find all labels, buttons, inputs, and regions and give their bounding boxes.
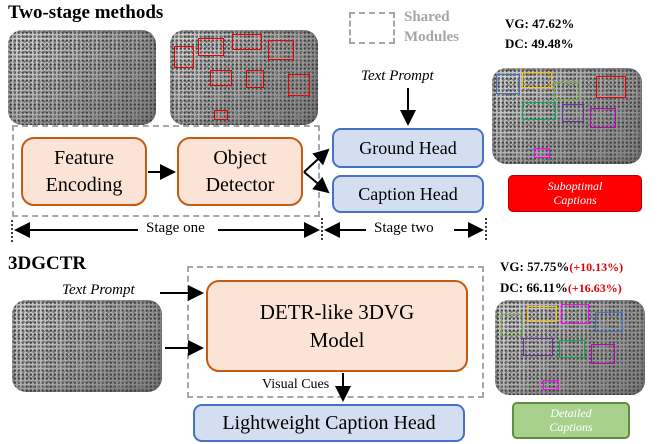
ground-head-block: Ground Head [332, 128, 484, 168]
suboptimal-captions-tag: Suboptimal Captions [508, 175, 642, 212]
result-box [559, 340, 585, 358]
detection-box [246, 70, 264, 88]
visual-cues-label: Visual Cues [262, 377, 330, 392]
dc-score-3dgctr: DC: 66.11%(+16.63%) [500, 280, 622, 296]
text-prompt-label: Text Prompt [361, 68, 434, 84]
two-stage-title: Two-stage methods [8, 2, 164, 23]
result-box [543, 380, 559, 390]
feature-encoding-block: Feature Encoding [21, 137, 147, 206]
result-box [496, 74, 520, 94]
detailed-captions-tag: Detailed Captions [512, 402, 630, 439]
detr-3dvg-model-block: DETR-like 3DVG Model [206, 280, 468, 372]
vg-score-value: VG: 57.75% [500, 259, 570, 274]
detection-box [198, 38, 224, 56]
dc-score-value: DC: 66.11% [500, 280, 568, 295]
detection-box [174, 46, 194, 68]
shared-modules-region [12, 125, 320, 217]
lightweight-caption-head-block: Lightweight Caption Head [193, 404, 465, 442]
caption-head-block: Caption Head [332, 175, 484, 213]
vg-score: VG: 47.62% [505, 16, 575, 31]
dc-score: DC: 49.48% [505, 36, 574, 51]
point-cloud-scene-detections [170, 30, 318, 125]
detection-box [232, 34, 262, 50]
stage-one-label: Stage one [143, 220, 208, 237]
result-box [596, 76, 626, 98]
arrow-detector-to-caption-head [303, 171, 330, 194]
result-box [523, 338, 553, 356]
detection-box [210, 70, 232, 86]
point-cloud-scene-input-bottom [12, 300, 162, 392]
point-cloud-scene-output [492, 68, 642, 164]
object-detector-block: Object Detector [177, 137, 303, 206]
point-cloud-scene-output-bottom [495, 300, 645, 395]
result-box [554, 82, 580, 100]
detection-box [288, 74, 310, 96]
detection-box [268, 40, 294, 60]
result-box [522, 72, 552, 88]
result-box [562, 104, 584, 122]
arrow-detector-to-ground-head [303, 148, 330, 173]
shared-modules-legend-swatch [349, 12, 395, 44]
result-box [534, 148, 550, 158]
3dgctr-title: 3DGCTR [8, 253, 87, 274]
result-box [591, 344, 615, 364]
result-box [595, 312, 623, 332]
stage-two-label: Stage two [371, 220, 437, 237]
vg-score-delta: (+10.13%) [569, 260, 624, 274]
result-box [501, 314, 523, 336]
dc-score-delta: (+16.63%) [567, 281, 622, 295]
result-box [522, 102, 556, 120]
vg-score-3dgctr: VG: 57.75%(+10.13%) [500, 259, 623, 275]
detection-box [214, 110, 228, 120]
result-box [590, 108, 616, 128]
shared-modules-legend-label: Shared Modules [404, 9, 460, 46]
text-prompt-label-bottom: Text Prompt [62, 282, 135, 298]
point-cloud-scene-input [8, 30, 156, 125]
result-box [561, 304, 589, 324]
result-box [527, 306, 557, 322]
